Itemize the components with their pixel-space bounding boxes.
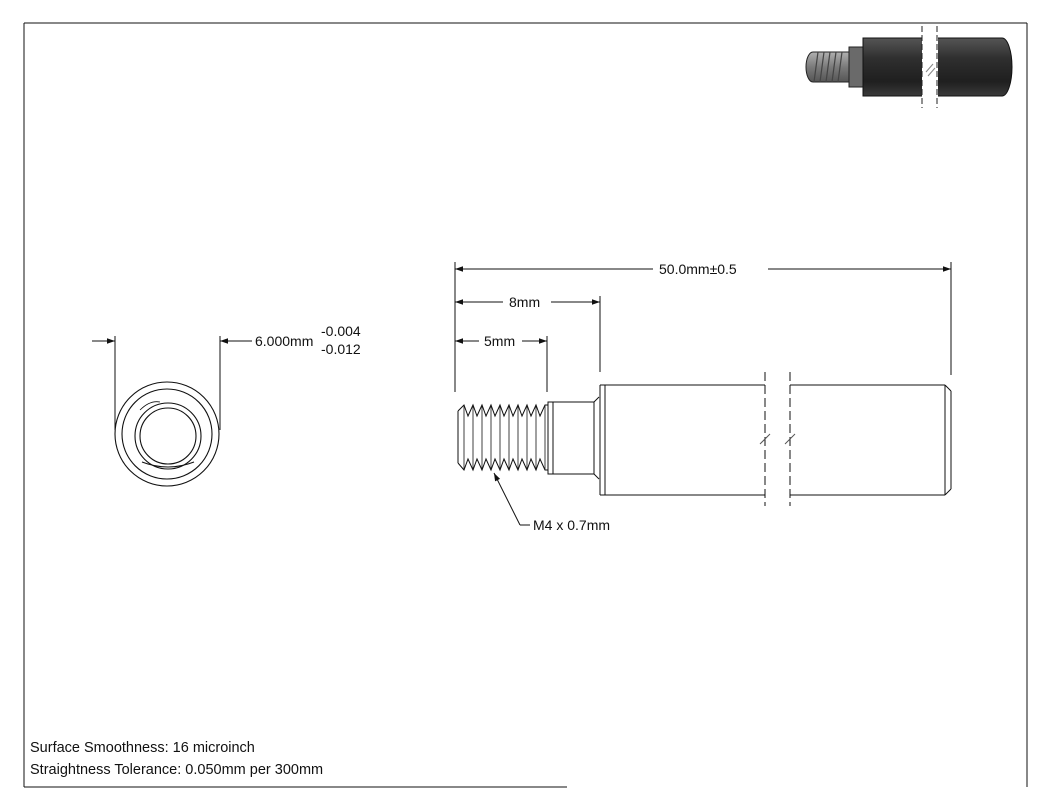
overall-length-label: 50.0mm±0.5 — [659, 261, 737, 277]
shaft-body — [599, 384, 952, 496]
overall-length-dimension-lines — [454, 262, 952, 392]
side-view — [457, 372, 952, 506]
diameter-label: 6.000mm — [255, 333, 313, 349]
thread-callout-leader — [493, 472, 530, 526]
threaded-section-label: 8mm — [509, 294, 540, 310]
diameter-upper-tolerance: -0.004 — [321, 323, 361, 339]
sheet-border — [23, 22, 1028, 788]
diameter-lower-tolerance: -0.012 — [321, 341, 361, 357]
break-marks — [759, 433, 796, 445]
thread-callout-label: M4 x 0.7mm — [533, 517, 610, 533]
threaded-section-dimension-lines — [455, 296, 601, 372]
diameter-dimension-lines — [92, 336, 252, 430]
break-lines — [764, 372, 791, 506]
straightness-tolerance-note: Straightness Tolerance: 0.050mm per 300m… — [30, 762, 324, 778]
surface-smoothness-note: Surface Smoothness: 16 microinch — [30, 740, 255, 756]
isometric-preview — [805, 26, 1013, 108]
thread-relief — [547, 396, 600, 480]
thread-length-dimension-lines — [455, 336, 548, 392]
end-view — [114, 381, 220, 487]
thread-profile — [457, 403, 548, 472]
thread-length-label: 5mm — [484, 333, 515, 349]
